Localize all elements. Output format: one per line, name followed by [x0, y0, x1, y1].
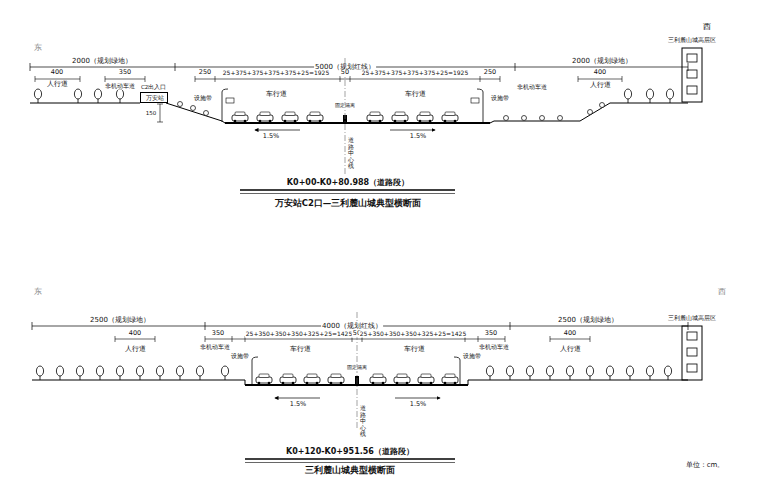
entrance-heading: C2出入口 [141, 84, 166, 91]
dimension: 400 [593, 69, 607, 76]
slope-label: 1.5% [409, 401, 428, 408]
section-caption: 万安站C2口—三利麓山城典型横断面 [274, 199, 423, 209]
dimension: 25+375+375+375+375+25=1925 [361, 70, 470, 77]
lane-name: 人行道 [46, 81, 69, 88]
dimension: 25+350+350+350+325+25=1425 [359, 331, 468, 338]
dimension: 2500（规划绿地） [557, 316, 619, 324]
lane-name: 车行道 [265, 91, 288, 98]
building-label: 三利麓山城高层区 [667, 315, 717, 321]
slope-label: 1.5% [262, 133, 281, 140]
direction-mark: 东 [33, 43, 43, 52]
slope-label: 1.5% [289, 401, 308, 408]
direction-mark: 东 [33, 287, 43, 296]
direction-mark: 西 [717, 287, 727, 296]
dimension: 2000（规划绿地） [71, 57, 133, 65]
divider-label: 固定隔离 [346, 365, 368, 371]
direction-mark: 西 [702, 22, 712, 31]
lane-name: 非机动车道 [104, 83, 136, 90]
divider-label: 固定隔离 [334, 103, 356, 109]
dimension: 4000（规划红线） [321, 322, 383, 330]
dimension: 25+350+350+350+325+25=1425 [245, 331, 354, 338]
dimension: 350 [484, 330, 498, 337]
lane-name: 设施带 [490, 95, 510, 102]
station-name: 万安站 [146, 95, 162, 102]
dimension: 150 [145, 110, 158, 116]
dimension: 2500（规划绿地） [89, 316, 151, 324]
lane-name: 人行道 [124, 346, 147, 353]
lane-name: 车行道 [289, 346, 312, 353]
unit-note: 单位：cm。 [685, 461, 726, 469]
dimension: 50 [340, 69, 350, 76]
dimension: 400 [563, 330, 577, 337]
lane-name: 设施带 [462, 353, 482, 360]
dimension: 250 [483, 69, 497, 76]
section-caption: K0+120-K0+951.56（道路段） [285, 447, 415, 456]
centerline-label: 道路中心线 [360, 405, 366, 438]
slope-label: 1.5% [409, 133, 428, 140]
lane-name: 人行道 [559, 346, 582, 353]
dimension: 350 [211, 330, 225, 337]
dimension: 400 [50, 69, 64, 76]
building-label: 三利麓山城高层区 [667, 37, 717, 43]
centerline-label: 道路中心线 [348, 137, 354, 170]
lane-name: 非机动车道 [516, 84, 548, 91]
lane-name: 非机动车道 [478, 344, 510, 351]
dimension: 250 [198, 69, 212, 76]
station-entrance-box: C2出入口万安站 [140, 92, 168, 103]
lane-name: 非机动车道 [199, 344, 231, 351]
lane-name: 人行道 [589, 82, 612, 89]
lane-name: 车行道 [403, 346, 426, 353]
dimension: 350 [118, 69, 132, 76]
dimension: 2000（规划绿地） [571, 57, 633, 65]
section-caption: 三利麓山城典型横断面 [304, 466, 396, 476]
dimension: 400 [128, 330, 142, 337]
lane-name: 设施带 [230, 353, 250, 360]
section-caption: K0+00-K0+80.988（道路段） [286, 178, 410, 187]
lane-name: 设施带 [193, 95, 213, 102]
dimension: 25+375+375+375+375+25=1925 [222, 70, 331, 77]
lane-name: 车行道 [404, 91, 427, 98]
